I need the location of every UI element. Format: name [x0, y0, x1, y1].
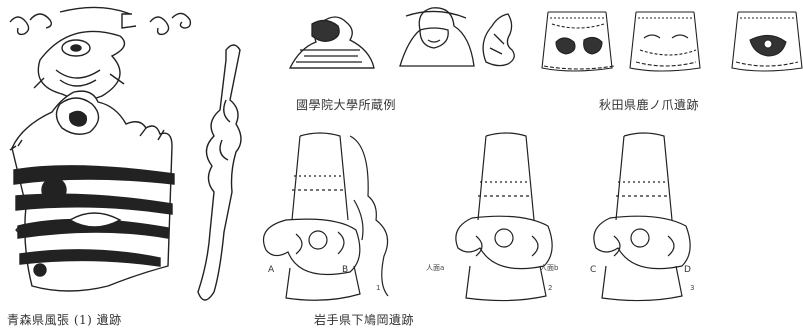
akita-drawing-group [541, 11, 803, 72]
iwate-vessel-1 [262, 132, 389, 301]
iwate-drawing-group [262, 132, 691, 302]
kokugakuin-piece-2 [399, 7, 475, 67]
figure-label-A: A [268, 265, 275, 275]
caption-aomori: 青森県風張 (1) 遺跡 [7, 313, 122, 327]
kokugakuin-piece-1 [288, 16, 375, 69]
aomori-rim-fragment [9, 6, 192, 36]
caption-kokugakuin: 國學院大學所蔵例 [296, 98, 397, 112]
aomori-applique-top [33, 30, 126, 101]
caption-iwate: 岩手県下鳩岡遺跡 [314, 313, 415, 327]
aomori-body-fragment [9, 90, 175, 292]
aomori-drawing-group [9, 6, 242, 301]
aomori-handle-fragment [197, 44, 242, 301]
akita-piece-3 [731, 11, 803, 72]
akita-piece-2 [629, 11, 701, 72]
akita-piece-1 [541, 11, 615, 72]
kokugakuin-drawing-group [288, 7, 515, 69]
figure-number-3: 3 [690, 284, 694, 292]
figure-label-face-a: 人面a [426, 264, 444, 272]
iwate-vessel-2 [455, 132, 553, 302]
figure-label-B: B [342, 265, 348, 275]
figure-number-2: 2 [548, 284, 552, 292]
iwate-vessel-3 [593, 132, 691, 302]
figure-label-C: C [590, 265, 596, 275]
figure-label-face-b: 人面b [540, 264, 559, 272]
figure-number-1: 1 [376, 284, 380, 292]
figure-label-D: D [684, 265, 691, 275]
kokugakuin-piece-3 [482, 13, 515, 67]
caption-akita: 秋田県鹿ノ爪遺跡 [599, 98, 700, 112]
